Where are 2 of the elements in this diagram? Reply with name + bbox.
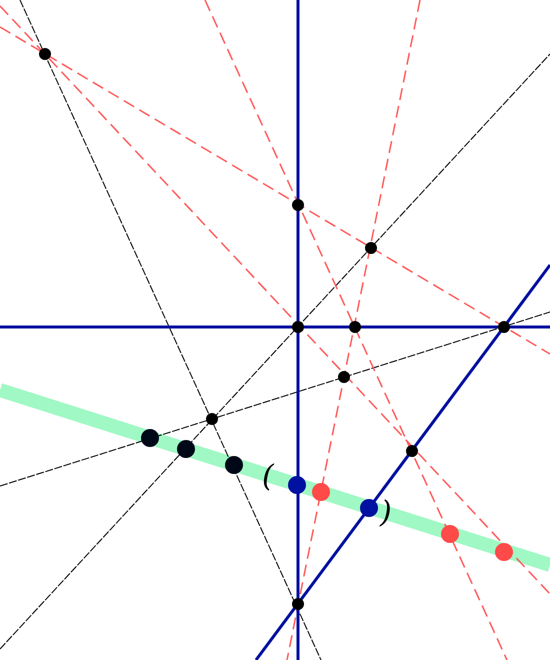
parenthesis-mark: ( xyxy=(262,462,274,492)
parenthesis-mark: ) xyxy=(380,498,392,528)
